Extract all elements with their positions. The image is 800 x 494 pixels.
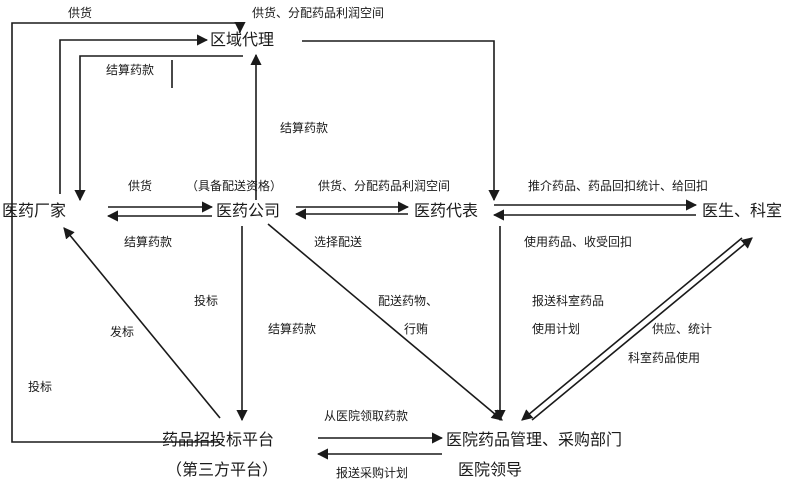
node-pharma-company: 医药公司 <box>216 201 281 220</box>
edge-platform-to-manufacturer <box>63 227 221 419</box>
label-supply-stats-line1: 供应、统计 <box>652 322 713 336</box>
label-bid-left: 投标 <box>28 380 53 394</box>
label-supply-manufacturer-company: 供货 <box>128 179 153 193</box>
edge-agent-to-manufacturer <box>74 55 243 202</box>
label-settle-company-agent: 结算药款 <box>280 121 329 135</box>
label-deliver-bribe-line1: 配送药物、 <box>378 294 439 308</box>
label-report-plan-line1: 报送科室药品 <box>532 294 605 308</box>
label-deliver-bribe-line2: 行贿 <box>404 322 429 336</box>
node-tender-platform-subtitle: （第三方平台） <box>166 460 279 479</box>
node-hospital-department: 医院药品管理、采购部门 <box>446 430 623 449</box>
edge-manufacturer-to-agent <box>59 34 209 194</box>
label-delivery-qualification: （具备配送资格） <box>186 179 283 193</box>
edge-outer-supply-loop <box>11 21 246 443</box>
label-supply-top: 供货 <box>68 6 93 20</box>
label-supply-margin-mid: 供货、分配药品利润空间 <box>318 179 451 193</box>
label-award-bid: 发标 <box>110 325 135 339</box>
edge-agent-to-rep <box>302 40 500 202</box>
label-supply-margin-top: 供货、分配药品利润空间 <box>252 6 385 20</box>
label-settle-company-manufacturer: 结算药款 <box>124 235 173 249</box>
node-tender-platform: 药品招投标平台 <box>162 430 275 449</box>
node-pharma-rep: 医药代表 <box>414 201 479 220</box>
node-manufacturer: 医药厂家 <box>2 201 67 220</box>
label-report-plan-line2: 使用计划 <box>532 322 581 336</box>
label-report-purchase-plan: 报送采购计划 <box>336 466 409 480</box>
label-use-drugs-kickback: 使用药品、收受回扣 <box>524 235 633 249</box>
label-promote-kickback: 推介药品、药品回扣统计、给回扣 <box>528 179 709 193</box>
label-choose-delivery: 选择配送 <box>314 235 363 249</box>
edge-hospital-to-doctors <box>531 237 753 421</box>
node-hospital-leaders: 医院领导 <box>458 460 523 479</box>
label-supply-stats-line2: 科室药品使用 <box>628 351 701 365</box>
label-settle-platform: 结算药款 <box>268 322 317 336</box>
edge-doctors-to-hospital <box>521 237 743 421</box>
edge-company-to-hospital <box>267 223 503 421</box>
label-bid-company: 投标 <box>194 294 219 308</box>
node-doctors-departments: 医生、科室 <box>702 201 783 220</box>
label-settle-agent-manufacturer: 结算药款 <box>106 63 155 77</box>
node-regional-agent: 区域代理 <box>210 30 275 49</box>
label-collect-payment: 从医院领取药款 <box>324 409 409 423</box>
